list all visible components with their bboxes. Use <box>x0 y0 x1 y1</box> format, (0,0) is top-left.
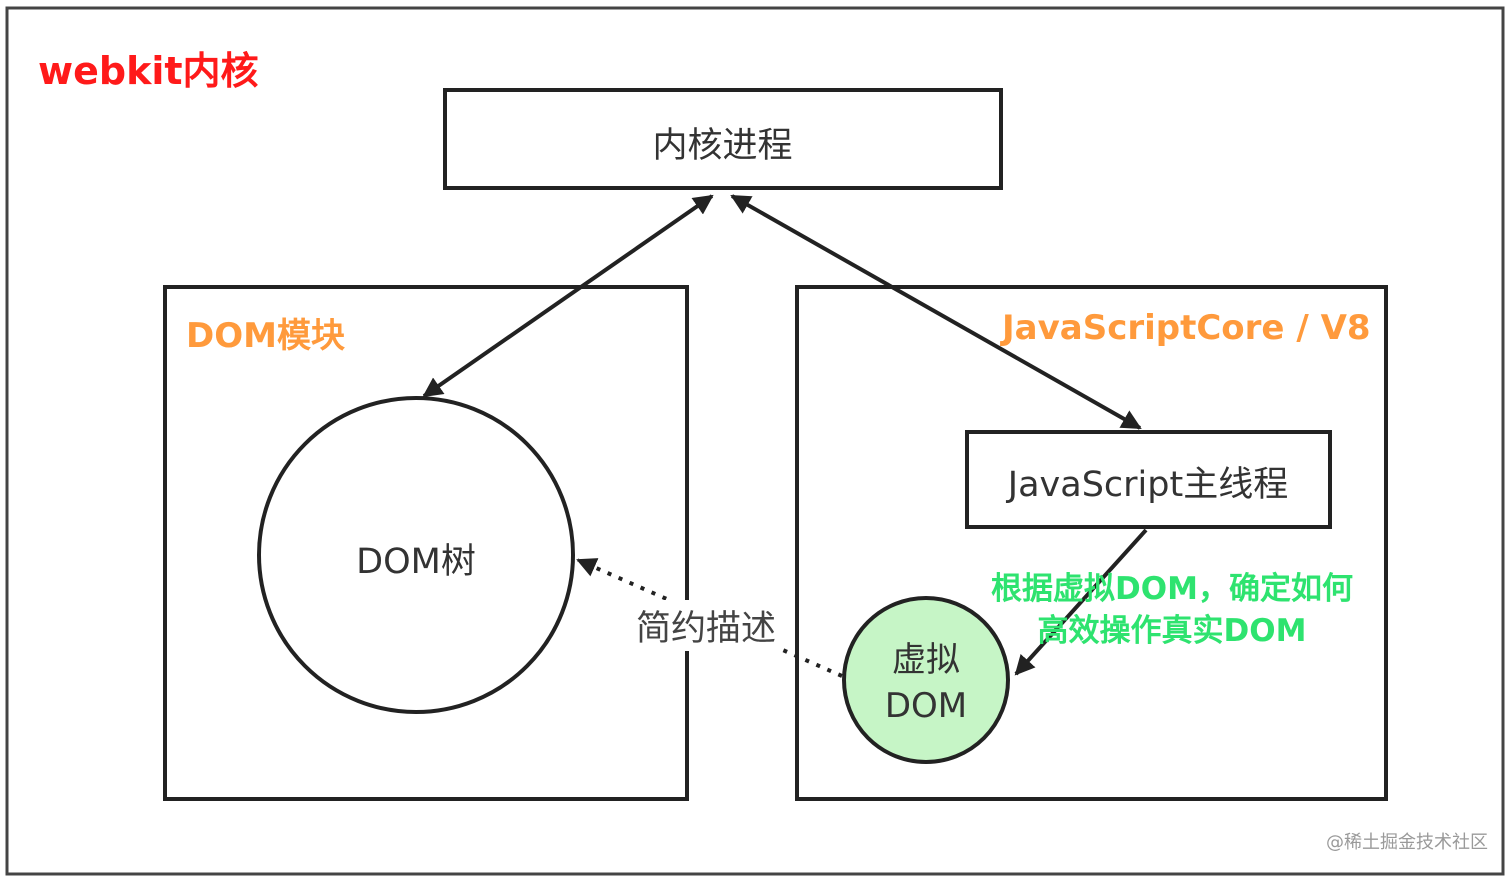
watermark: @稀土掘金技术社区 <box>1326 832 1488 853</box>
brief-description-label: 简约描述 <box>634 600 779 651</box>
kernel-dom-arrow <box>422 194 714 398</box>
dom-tree-label: DOM树 <box>356 542 476 582</box>
virtual-dom-label-line1: 虚拟 <box>892 640 960 680</box>
kernel-js-arrow <box>730 194 1142 430</box>
virtual-dom-note-line1: 根据虚拟DOM，确定如何 <box>991 571 1353 607</box>
js-to-vdom-arrow <box>1014 528 1148 676</box>
js-main-thread-label: JavaScript主线程 <box>1007 465 1289 505</box>
kernel-process-box <box>443 88 1003 190</box>
webkit-title: webkit内核 <box>38 49 259 93</box>
virtual-dom-label: 虚拟 DOM <box>843 637 1009 729</box>
virtual-dom-label-line2: DOM <box>884 686 968 726</box>
js-engine-title: JavaScriptCore / V8 <box>1002 308 1371 348</box>
dom-tree-circle <box>257 396 575 714</box>
webkit-frame <box>5 6 1505 876</box>
js-main-thread-box <box>965 430 1332 529</box>
kernel-process-label: 内核进程 <box>652 126 793 166</box>
virtual-dom-note: 根据虚拟DOM，确定如何 高效操作真实DOM <box>970 568 1374 652</box>
virtual-dom-note-line2: 高效操作真实DOM <box>1037 613 1307 649</box>
virtual-dom-circle <box>842 596 1010 764</box>
dom-module-title: DOM模块 <box>186 316 345 356</box>
